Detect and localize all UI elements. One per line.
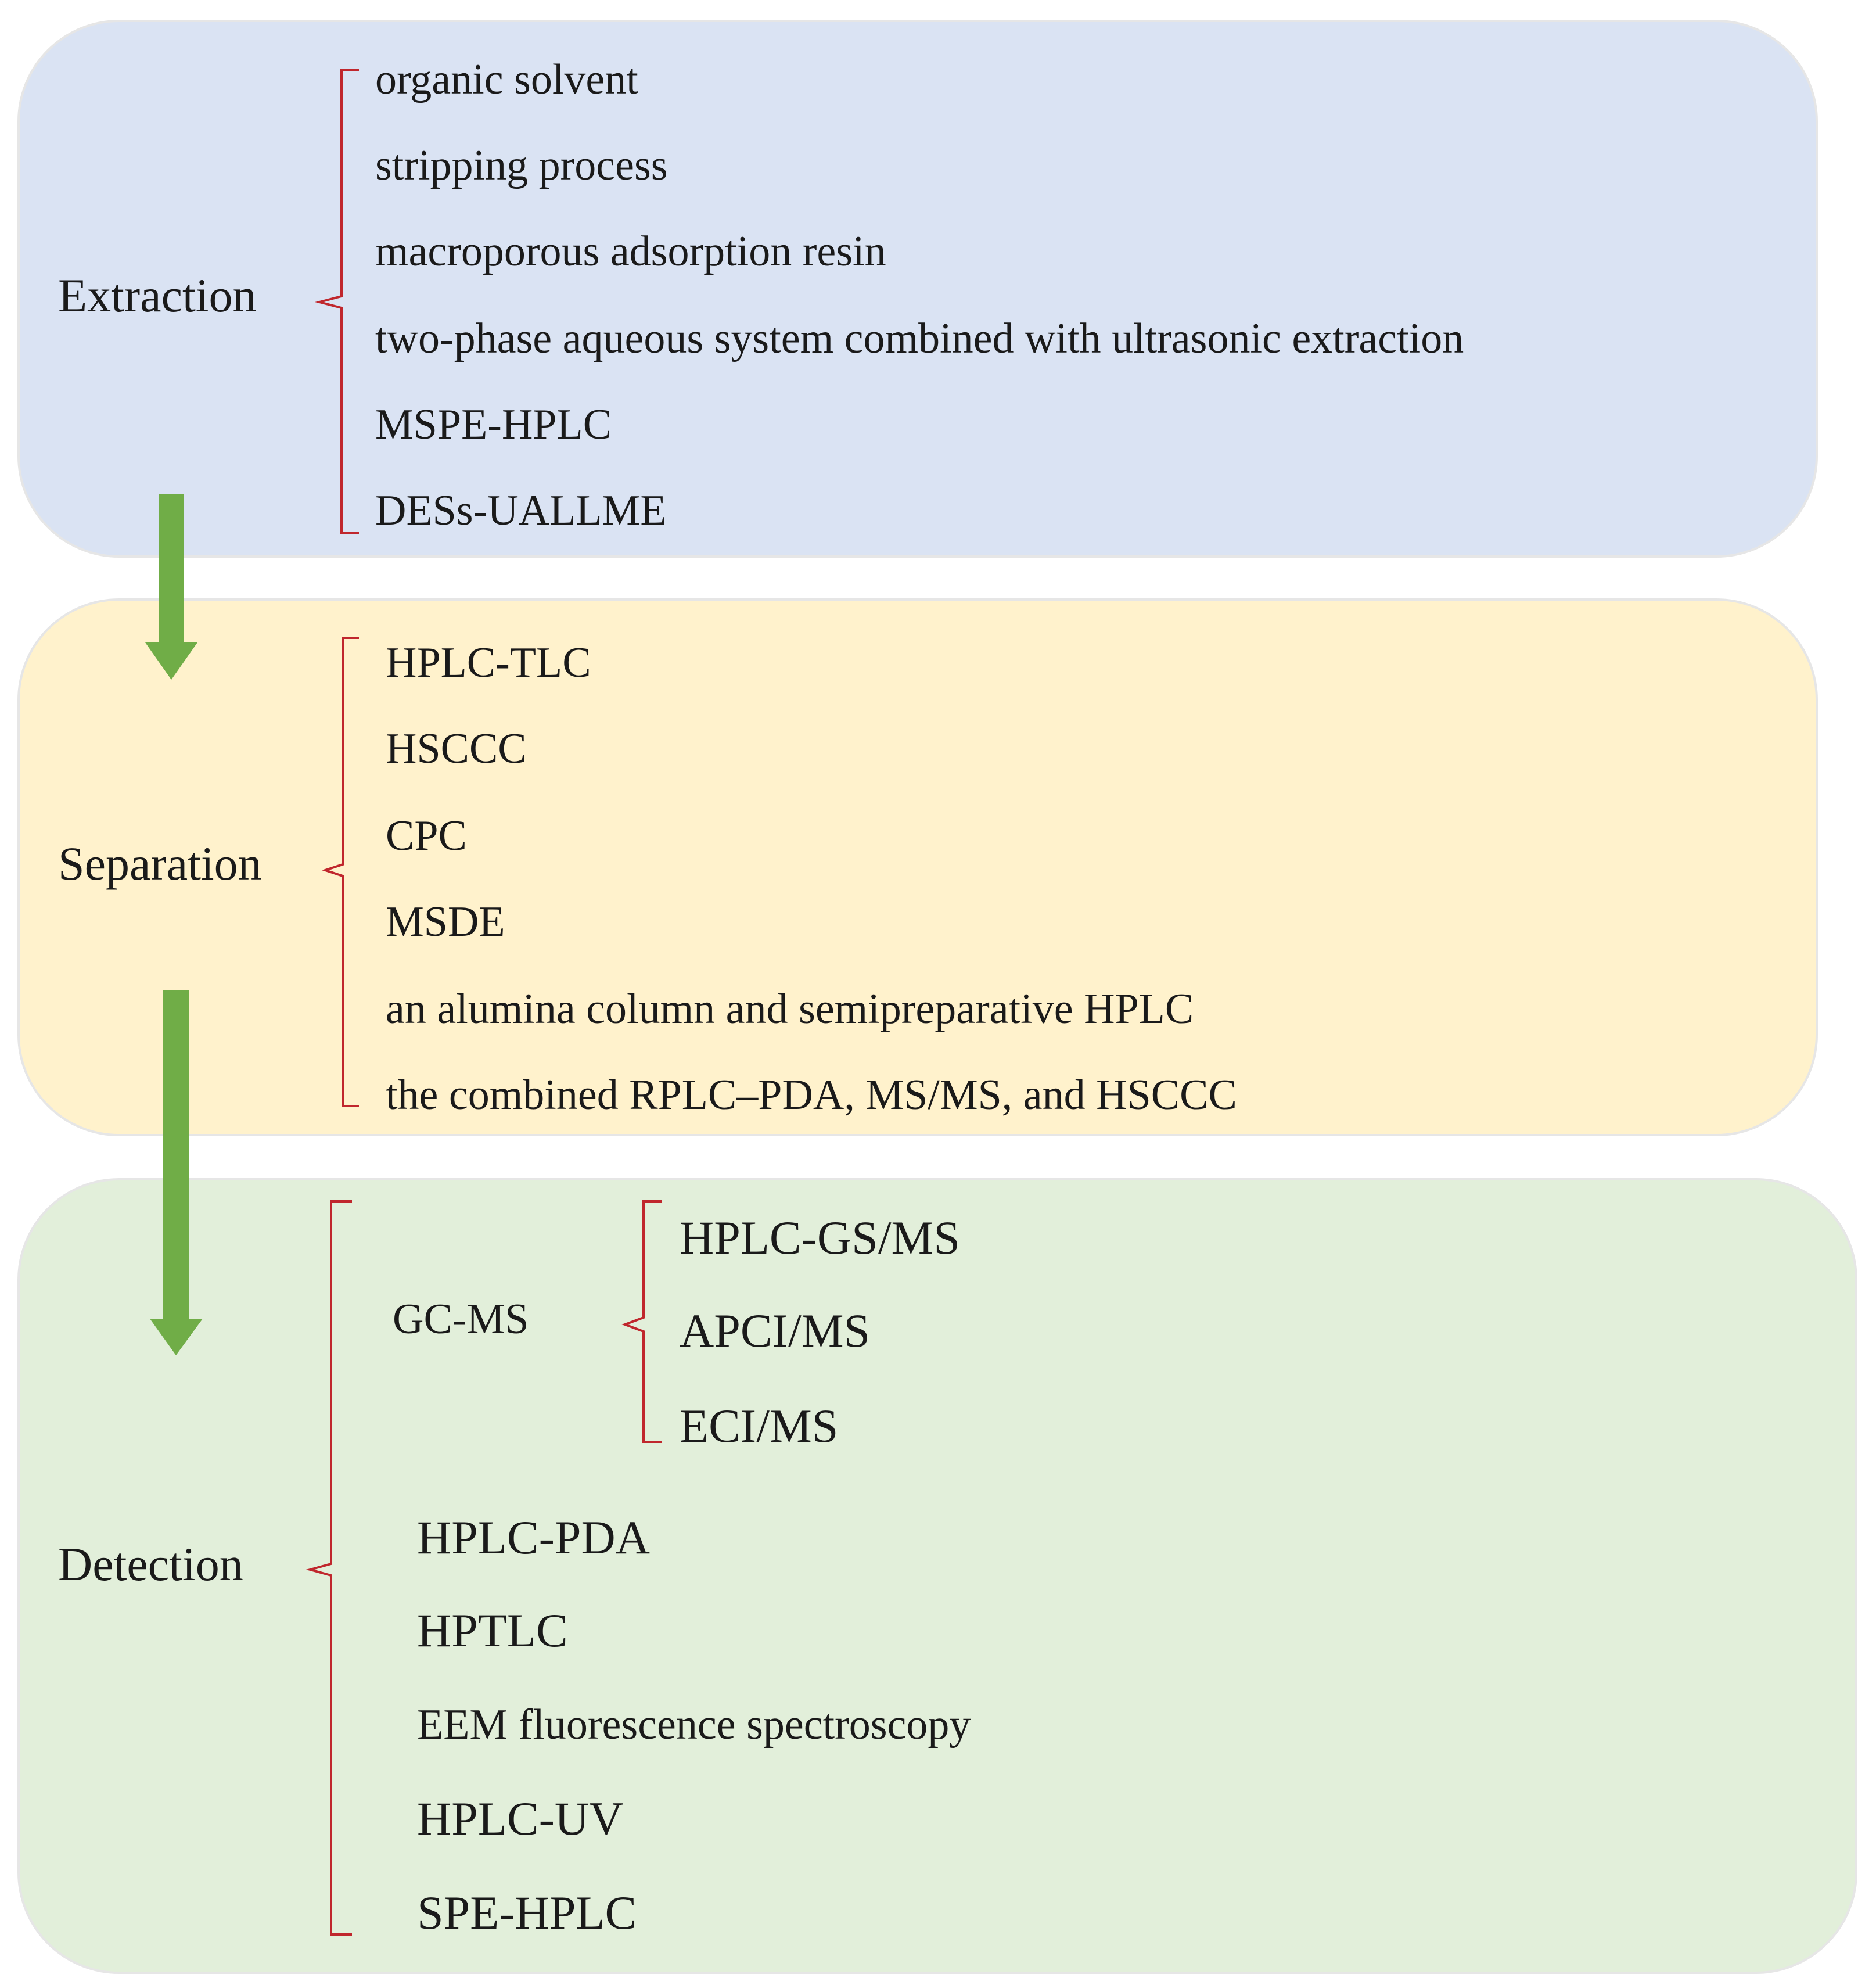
extraction-item-two-phase-aqueous: two-phase aqueous system combined with u…	[375, 315, 1464, 362]
extraction-item-dess-uallme: DESs-UALLME	[375, 487, 667, 534]
detection-item-eem-fluorescence: EEM fluorescence spectroscopy	[417, 1701, 971, 1749]
detection-item-spe-hplc: SPE-HPLC	[417, 1886, 637, 1939]
gcms-item-eci-ms: ECI/MS	[680, 1399, 839, 1452]
separation-item-combined-rplc: the combined RPLC–PDA, MS/MS, and HSCCC	[386, 1071, 1237, 1119]
extraction-panel	[17, 20, 1818, 558]
detection-item-hptlc: HPTLC	[417, 1604, 568, 1657]
separation-panel	[17, 598, 1818, 1136]
gcms-item-apci-ms: APCI/MS	[680, 1304, 871, 1357]
detection-panel	[17, 1178, 1857, 1974]
separation-item-msde: MSDE	[386, 898, 505, 946]
arrow-extraction-to-separation	[145, 494, 197, 680]
gcms-brace	[621, 1200, 662, 1443]
separation-item-hsccc: HSCCC	[386, 725, 527, 773]
separation-brace	[321, 637, 359, 1107]
extraction-item-mspe-hplc: MSPE-HPLC	[375, 401, 612, 448]
gcms-item-hplc-gs-ms: HPLC-GS/MS	[680, 1211, 961, 1264]
detection-item-hplc-pda: HPLC-PDA	[417, 1511, 650, 1564]
separation-item-alumina-column: an alumina column and semipreparative HP…	[386, 985, 1194, 1033]
extraction-item-stripping-process: stripping process	[375, 142, 668, 189]
detection-gcms-label: GC-MS	[393, 1295, 529, 1343]
detection-label: Detection	[58, 1538, 243, 1591]
detection-brace	[306, 1200, 352, 1936]
detection-item-hplc-uv: HPLC-UV	[417, 1792, 624, 1845]
separation-item-hplc-tlc: HPLC-TLC	[386, 639, 591, 687]
extraction-brace	[315, 69, 359, 534]
extraction-item-macroporous-resin: macroporous adsorption resin	[375, 228, 886, 275]
arrow-separation-to-detection	[150, 990, 203, 1355]
separation-label: Separation	[58, 837, 262, 890]
separation-item-cpc: CPC	[386, 812, 467, 860]
extraction-label: Extraction	[58, 269, 257, 322]
extraction-item-organic-solvent: organic solvent	[375, 56, 638, 103]
